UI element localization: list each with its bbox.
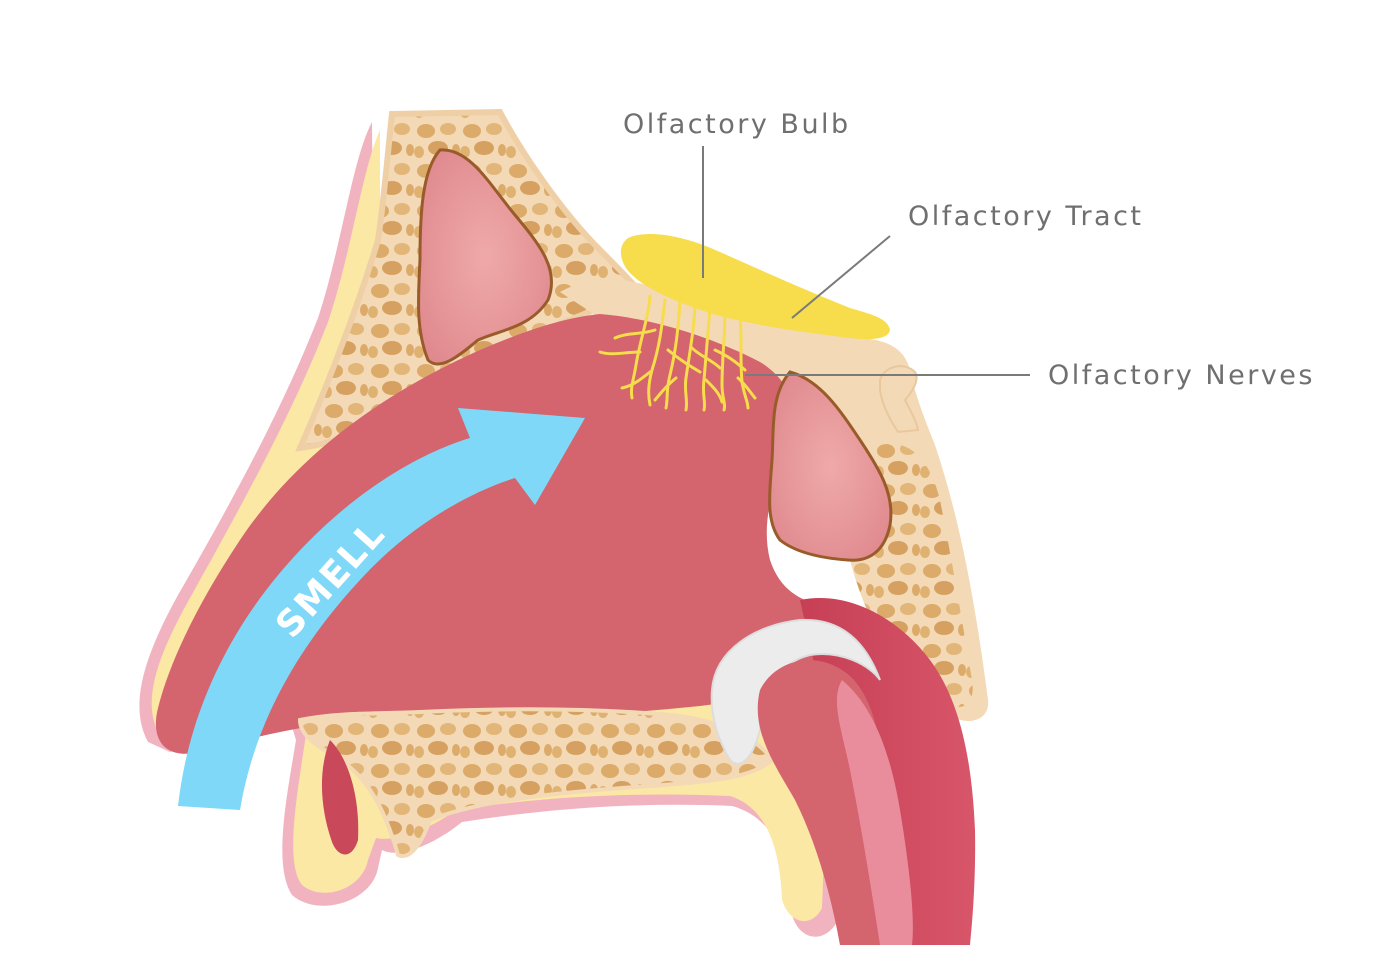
olfactory-nerves-label: Olfactory Nerves [1048, 360, 1315, 391]
olfactory-nerve-fibers [598, 294, 757, 412]
olfactory-tract-leader [791, 235, 891, 319]
tongue-surface [836, 680, 913, 945]
olfactory-bulb-tract [620, 233, 890, 340]
soft-palate-membrane [710, 618, 881, 765]
bone-hook [879, 365, 920, 434]
olfactory-tract-label: Olfactory Tract [908, 201, 1144, 232]
smell-arrow [178, 408, 585, 810]
frontal-sinus [416, 148, 554, 366]
palate-bone [297, 707, 775, 859]
olfactory-bulb-label: Olfactory Bulb [623, 109, 851, 140]
sphenoid-sinus [768, 370, 893, 562]
nasal-cavity [155, 314, 831, 754]
upper-lip-tissue [321, 740, 359, 855]
